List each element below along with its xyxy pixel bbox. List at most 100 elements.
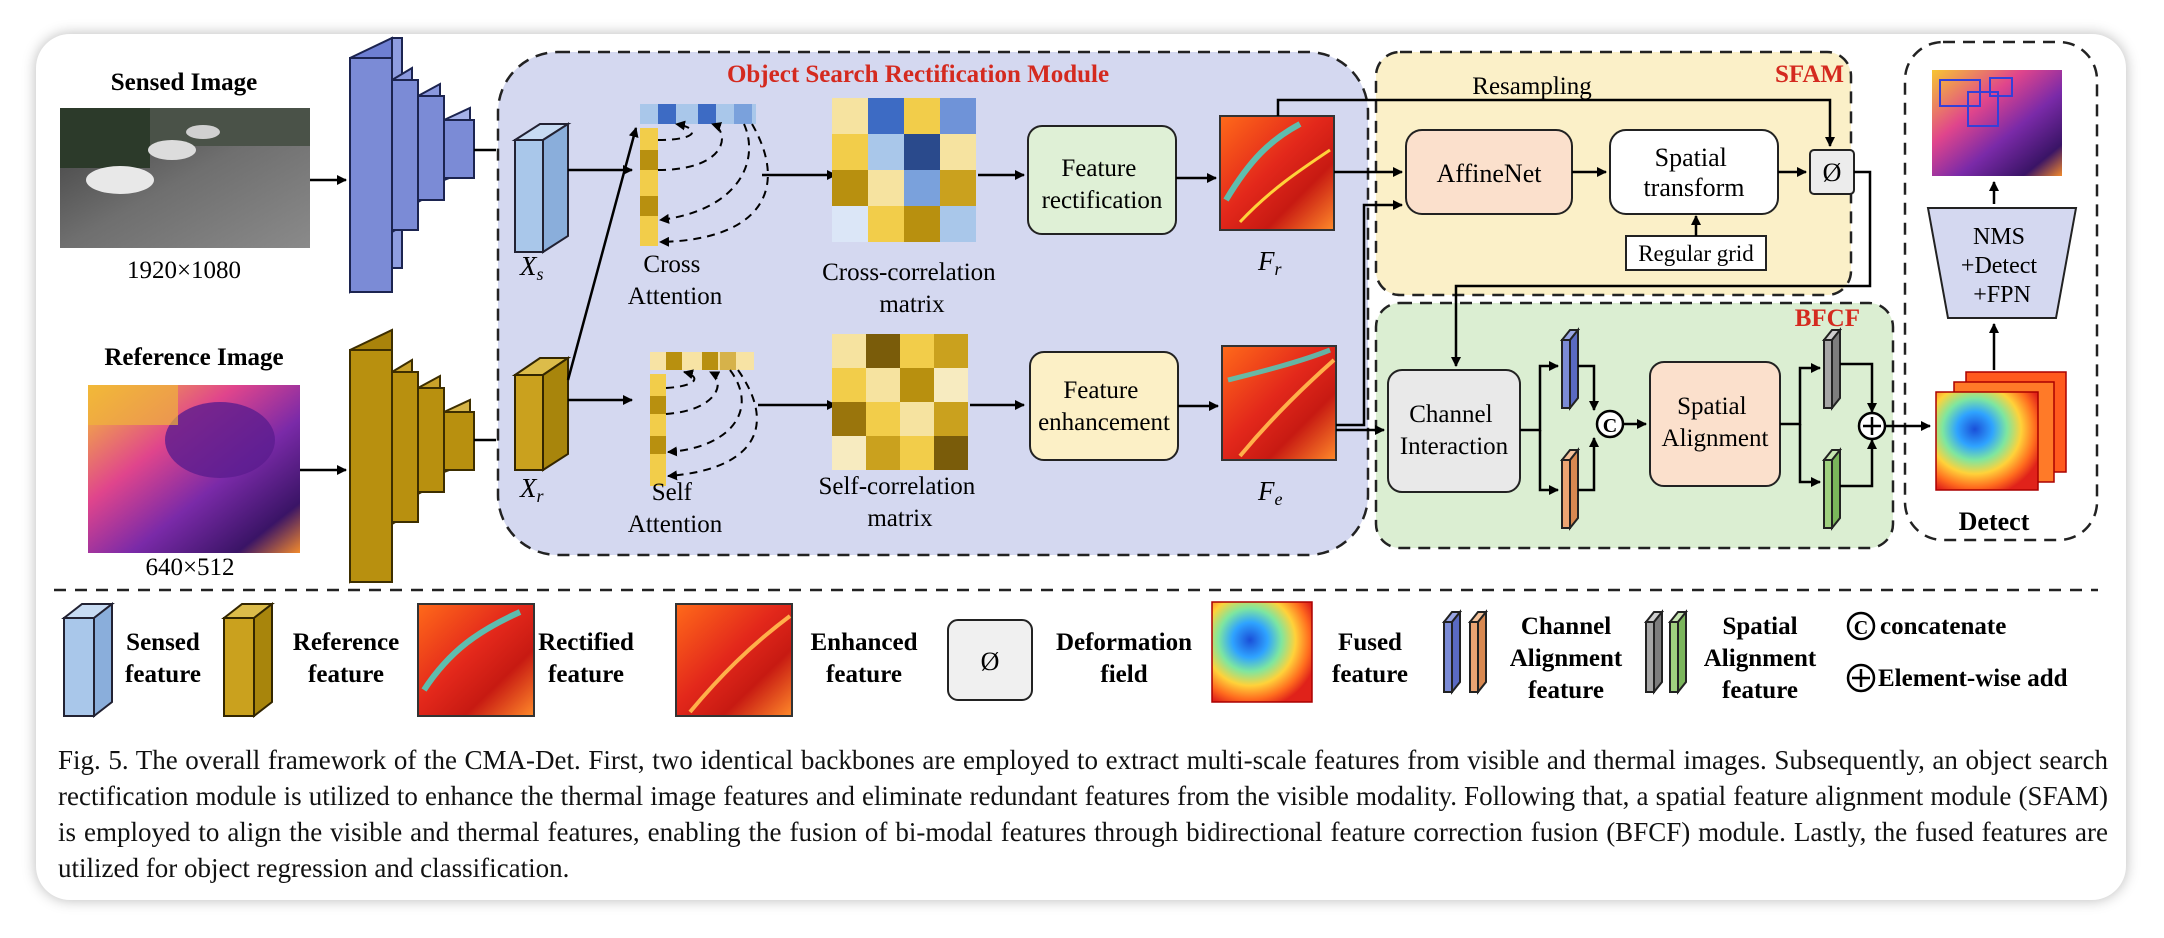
matrix-cell [934,368,968,402]
arrow [1840,362,1877,413]
self-attention-tokens [650,352,758,486]
matrix-cell [940,98,976,134]
matrix-cell [934,402,968,436]
legend-add-label: Element-wise add [1878,665,2068,692]
enhanced-feature-map [1221,345,1337,461]
matrix-cell [904,170,940,206]
matrix-cell [868,98,904,134]
arrow [1336,200,1403,427]
matrix-cell [832,134,868,170]
legend-spatial-swatch [1643,609,1689,695]
channel-interaction-box [1387,369,1521,493]
feature-rectification-box [1027,125,1177,235]
sensed-image [60,108,310,248]
sfam-to-bfcf-arrow [1451,170,1872,367]
matrix-cell [832,436,866,470]
legend-concatenate-icon-symbol: C [1854,617,1868,639]
self-correlation-matrix [832,334,968,470]
matrix-cell [832,334,866,368]
spatial-feature-gray [1821,327,1843,411]
matrix-cell [866,368,900,402]
matrix-cell [832,170,868,206]
arrow [1840,439,1877,488]
matrix-cell [900,436,934,470]
bfcf-title: BFCF [1795,305,1860,332]
reference-backbone [349,328,475,584]
matrix-cell [900,368,934,402]
arrow [1578,364,1599,411]
matrix-cell [866,334,900,368]
affinenet-label: AffineNet [1437,159,1543,188]
regular-grid-box [1625,235,1767,271]
matrix-cell [904,98,940,134]
legend-deformation-symbol: Ø [981,647,1000,676]
arrow [1578,437,1599,492]
legend-deformation-swatch [947,619,1033,701]
matrix-cell [832,206,868,242]
figure-caption: Fig. 5. The overall framework of the CMA… [58,745,2108,883]
sfam-title: SFAM [1775,61,1844,88]
matrix-cell [900,402,934,436]
reference-image-title: Reference Image [104,344,283,371]
legend-enhanced-swatch [675,603,793,717]
spatial-alignment-box [1649,361,1781,487]
arrow [1538,430,1559,495]
xs-feature-block [511,122,572,254]
matrix-cell [832,368,866,402]
matrix-cell [832,98,868,134]
legend-fused-swatch [1211,601,1313,703]
xr-feature-block [511,356,572,472]
reference-image [88,385,300,553]
detection-head-box [1926,207,2078,319]
cross-correlation-matrix [832,98,976,242]
xs-label: Xs [519,251,544,284]
feature-enhancement-box [1029,351,1179,461]
spatial-feature-green [1821,447,1843,531]
rectified-feature-map [1219,115,1335,231]
sensed-image-title: Sensed Image [111,69,258,96]
legend-reference-swatch [221,601,275,719]
channel-feature-orange [1559,447,1581,531]
arrow [1520,361,1559,432]
legend-rectified-swatch [417,603,535,717]
arrow [1780,363,1821,426]
concatenate-node-symbol: C [1603,415,1617,437]
matrix-cell [900,334,934,368]
self-matrix-label: Self-correlation matrix [818,473,981,532]
feature-enhancement-label: Feature enhancement [1038,377,1170,436]
matrix-cell [866,436,900,470]
regular-grid-label: Regular grid [1638,241,1754,266]
legend-channel-swatch [1441,609,1489,695]
detection-result-image [1932,70,2062,176]
cross-attention-label: Cross Attention [628,251,723,310]
spatial-alignment-label: Spatial Alignment [1662,393,1769,452]
matrix-cell [832,402,866,436]
reference-image-size: 640×512 [145,554,234,581]
cross-matrix-label: Cross-correlation matrix [822,259,1002,318]
matrix-cell [904,206,940,242]
matrix-cell [934,436,968,470]
fe-label: Fe [1257,476,1283,509]
osrm-title: Object Search Rectification Module [727,61,1109,88]
fr-label: Fr [1257,246,1283,279]
legend-concatenate-icon [1846,611,1876,641]
feature-rectification-label: Feature rectification [1042,155,1163,214]
matrix-cell [934,334,968,368]
arrow [1798,424,1821,487]
sensed-backbone [349,36,475,294]
resampling-arrow [1276,98,1835,147]
cross-attention-tokens [640,104,769,247]
detection-head-label: NMS +Detect +FPN [1961,224,2043,308]
arrow [566,127,639,381]
fused-feature-stack [1935,371,2067,491]
legend-sensed-swatch [61,601,115,719]
self-attention-label: Self Attention [628,479,723,538]
spatial-transform-label: Spatial transform [1643,143,1744,202]
